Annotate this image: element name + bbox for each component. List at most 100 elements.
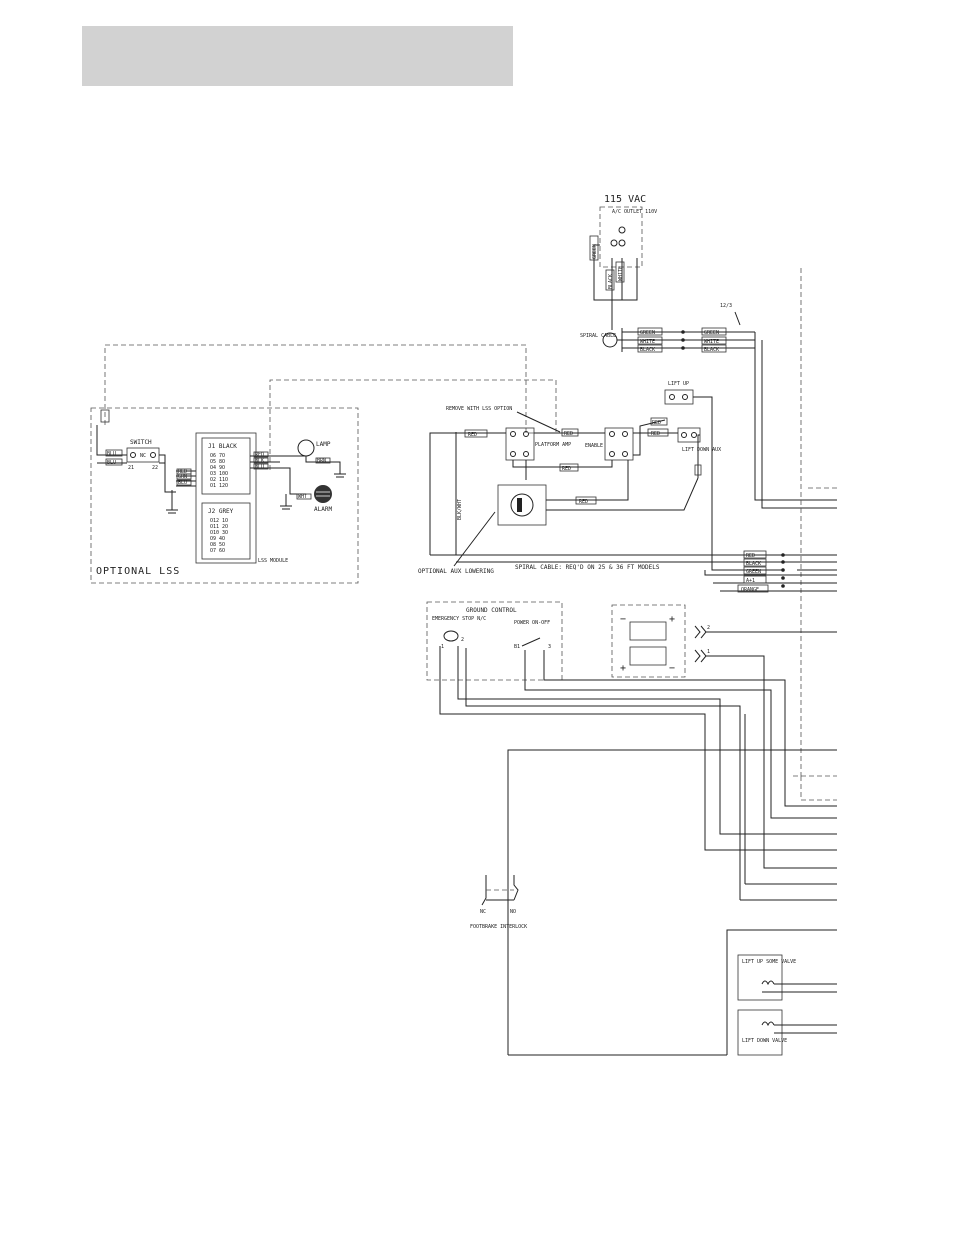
spiral-wire-orange: ORANGE: [741, 587, 759, 593]
switch-terminal: [150, 452, 156, 458]
spiral-fanout: [617, 328, 623, 352]
lift-up-coil: [761, 980, 837, 993]
switch-terminal: [130, 452, 136, 458]
outlet-socket: [618, 226, 626, 234]
wire-label: RED: [579, 499, 588, 505]
remove-lss-note: REMOVE WITH LSS OPTION: [446, 406, 512, 412]
terminal: [622, 451, 628, 457]
lamp-label: LAMP: [316, 441, 331, 448]
platform-amp-label: PLATFORM AMP: [535, 442, 571, 448]
ground-control-title: GROUND CONTROL: [466, 607, 517, 614]
alarm-icon: [314, 485, 332, 503]
footbrake-interlock: NC NO FOOTBRAKE INTERLOCK: [470, 875, 527, 930]
spiral-wires: [430, 554, 837, 592]
terminal: [523, 451, 529, 457]
estop-pin: 1: [441, 644, 444, 650]
switch-wires: [96, 425, 176, 493]
battery-conn: 1: [707, 649, 710, 655]
terminal: [609, 431, 615, 437]
outlet-pin-2: [618, 239, 626, 247]
valves: LIFT UP SOME VALVE LIFT DOWN VALVE: [737, 954, 837, 1056]
j2-row: O7 6O: [210, 548, 225, 554]
tag: [105, 458, 123, 466]
tag: [464, 429, 488, 438]
node: [681, 338, 685, 342]
tag: [647, 428, 669, 437]
ground-control: GROUND CONTROL EMERGENCY STOP N/C 1 2 PO…: [426, 601, 837, 851]
power-pin: 3: [548, 644, 551, 650]
terminal: [622, 431, 628, 437]
wire-label: RED: [652, 420, 661, 426]
wire-label: BLK: [255, 458, 264, 464]
wire-label: BRN: [317, 458, 326, 464]
lss-title: OPTIONAL LSS: [96, 566, 180, 577]
switch-label: SWITCH: [130, 439, 152, 446]
j1-row: O2 11O: [210, 477, 228, 483]
j1-label: J1 BLACK: [208, 443, 237, 450]
tag: [743, 550, 767, 559]
wire-label-white: WHITE: [618, 266, 624, 281]
node: [781, 584, 785, 588]
wire-label: BLU: [255, 464, 264, 470]
tag: [575, 496, 597, 505]
outlet-pin-1: [610, 239, 618, 247]
ground-symbol: [280, 494, 292, 510]
aux-lowering-box: [497, 484, 547, 526]
ground-control-wires: [439, 646, 837, 851]
j2-connector: [201, 502, 251, 560]
lift-up-label: LIFT UP: [668, 381, 689, 387]
tag: [737, 584, 769, 593]
battery-neg: −: [620, 614, 626, 625]
estop-button: [443, 630, 459, 642]
footbrake-nc: NC: [480, 909, 486, 915]
tag-black-label: BLACK: [640, 347, 655, 353]
tag: [559, 463, 579, 472]
spiral-wire-black: BLACK: [746, 561, 761, 567]
tag: [743, 566, 767, 575]
tag-white-label: WHITE: [640, 339, 655, 345]
alarm-grille: [316, 491, 330, 497]
terminal: [510, 451, 516, 457]
switch-nc: NC: [140, 453, 146, 459]
battery-cell: [629, 646, 667, 666]
blk-wht-run: [453, 432, 496, 567]
power-pin: B1: [514, 644, 520, 650]
tag-white-2-label: WHITE: [704, 339, 719, 345]
platform-amp: [505, 427, 535, 461]
tag-white-2: [701, 336, 727, 345]
spiral-wire-a1: A+1: [746, 578, 755, 584]
wire-type-label: 12/3: [720, 303, 732, 309]
j1-row: O5 8O: [210, 459, 225, 465]
j1-row: O4 9O: [210, 465, 225, 471]
footbrake-label: FOOTBRAKE INTERLOCK: [470, 924, 527, 930]
tag: [253, 457, 269, 464]
tag-black: [637, 344, 663, 353]
wire-tag-green: [589, 235, 599, 261]
j2-row: O10 3O: [210, 530, 228, 536]
outlet-wires: [593, 244, 638, 301]
wire-label: RED: [651, 431, 660, 437]
lss-box: [90, 407, 359, 584]
spiral-note: SPIRAL CABLE: REQ'D ON 25 & 36 FT MODELS: [515, 564, 660, 571]
j2-row: O12 1O: [210, 518, 228, 524]
terminal: [682, 394, 688, 400]
wire-tag-black: [605, 269, 615, 291]
supply-title: 115 VAC: [604, 194, 646, 205]
lss-dashed-route-2: [269, 379, 557, 470]
supply-wire-block: GREEN WHITE BLACK GREEN WHITE BLACK 12/3: [622, 303, 837, 509]
enable-label: ENABLE: [585, 443, 603, 449]
j1-row: O1 12O: [210, 483, 228, 489]
supply-wires: [622, 331, 755, 349]
terminal: [609, 451, 615, 457]
estop-pin: 2: [461, 637, 464, 643]
wire-label: BLU: [107, 460, 116, 466]
j2-row: O11 2O: [210, 524, 228, 530]
node: [681, 330, 685, 334]
wire-label-green: GREEN: [592, 244, 598, 259]
power-switch-blade: [521, 637, 541, 647]
aux-lowering-label: OPTIONAL AUX LOWERING: [418, 568, 494, 575]
lift-down-label: LIFT DOWN AUX: [682, 447, 721, 453]
lss-input-wires: [171, 470, 196, 510]
switch-pin-21: 21: [128, 465, 134, 471]
